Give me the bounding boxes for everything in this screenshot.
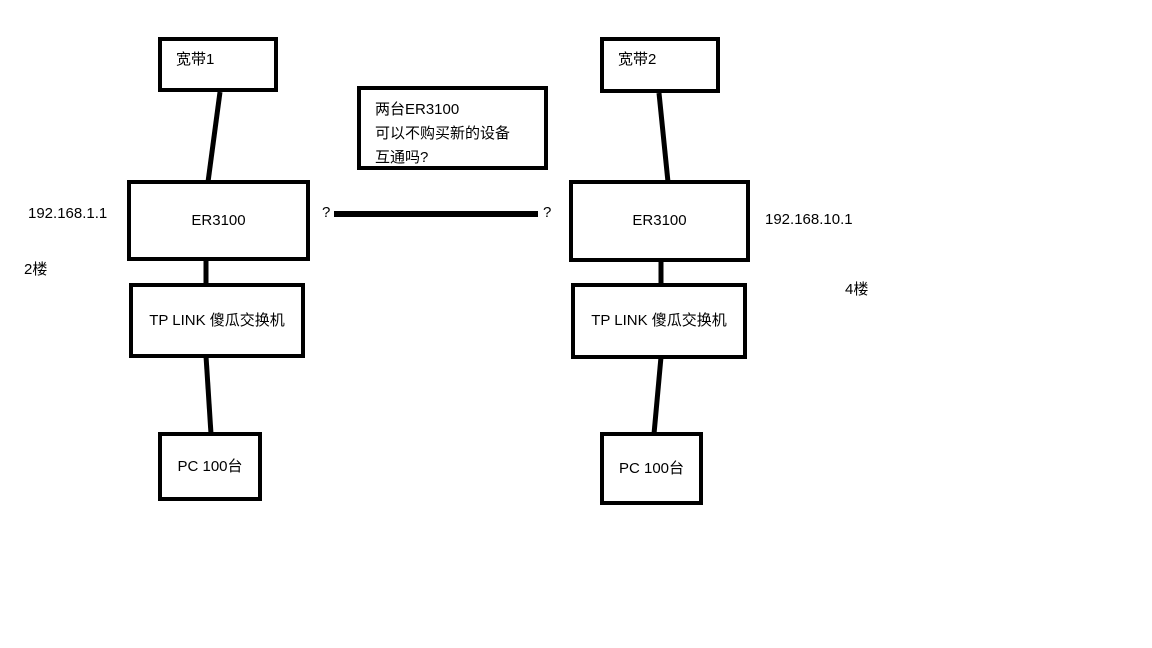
node-switch2-label: TP LINK 傻瓜交换机 [591, 312, 727, 329]
label-floor-right: 4楼 [845, 281, 869, 298]
edge-switch1-pc1 [203, 355, 214, 435]
node-pc1[interactable]: PC 100台 [158, 432, 262, 501]
node-wan1[interactable]: 宽带1 [158, 37, 278, 92]
note-line-1: 两台ER3100 [375, 101, 460, 118]
label-floor-left: 2楼 [24, 261, 48, 278]
node-wan2-label: 宽带2 [618, 51, 657, 68]
note-line-3: 互通吗? [375, 149, 429, 166]
label-ip-right: 192.168.10.1 [765, 211, 853, 228]
node-router2[interactable]: ER3100 [569, 180, 750, 262]
interlink-question-right: ? [543, 204, 552, 221]
label-ip-left: 192.168.1.1 [28, 205, 108, 222]
node-switch2[interactable]: TP LINK 傻瓜交换机 [571, 283, 747, 359]
note-callout[interactable]: 两台ER3100 可以不购买新的设备 互通吗? [357, 86, 548, 170]
node-pc2-label: PC 100台 [618, 459, 685, 477]
node-router2-label: ER3100 [632, 212, 687, 229]
edge-wan2-router2 [656, 92, 671, 183]
node-router1-label: ER3100 [191, 211, 246, 229]
node-wan2[interactable]: 宽带2 [600, 37, 720, 93]
edge-switch2-pc2 [651, 356, 664, 435]
node-pc1-label: PC 100台 [177, 457, 243, 475]
edge-wan1-router1 [205, 91, 223, 183]
node-pc2[interactable]: PC 100台 [600, 432, 703, 505]
node-switch1[interactable]: TP LINK 傻瓜交换机 [129, 283, 305, 358]
node-router1[interactable]: ER3100 [127, 180, 310, 261]
node-switch1-label: TP LINK 傻瓜交换机 [149, 311, 285, 329]
node-wan1-label: 宽带1 [176, 51, 215, 68]
note-line-2: 可以不购买新的设备 [375, 125, 511, 142]
interlink-question-left: ? [322, 204, 331, 221]
